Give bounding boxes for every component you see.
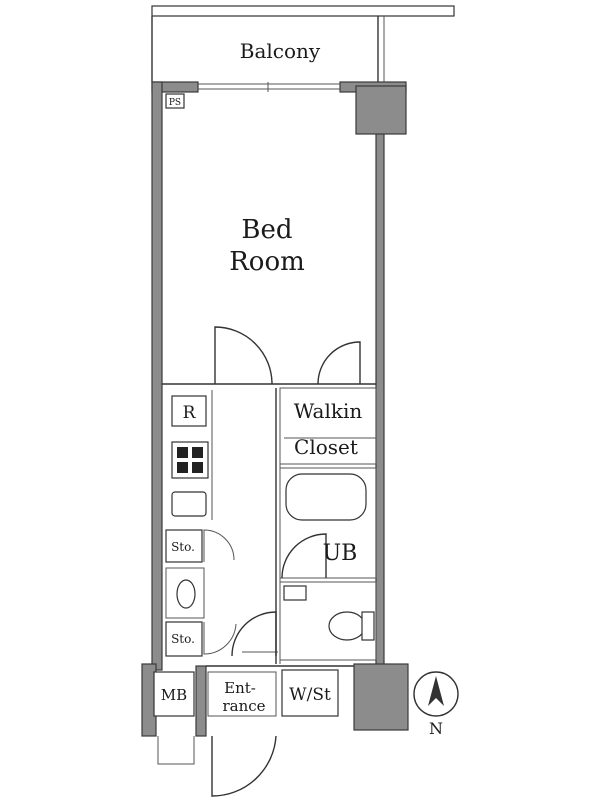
meter-box: MB: [153, 671, 195, 765]
compass: N: [413, 671, 459, 738]
balcony-label: Balcony: [240, 39, 321, 63]
unit-bath-label: UB: [323, 541, 358, 566]
balcony-railing: [151, 5, 455, 17]
wash-storage: W/St: [281, 669, 339, 717]
compass-label: N: [429, 719, 443, 738]
storage-top: Sto.: [165, 529, 235, 563]
storage-bottom-label: Sto.: [171, 632, 195, 646]
storage-top-label: Sto.: [171, 540, 195, 554]
compass-ring: [413, 671, 459, 717]
entrance-label-line1: Ent-: [224, 679, 256, 697]
toilet-tank-shelf: [283, 585, 307, 601]
pipe-space: PS: [165, 93, 185, 109]
wall-column-bottom-right: [353, 663, 409, 731]
stove-icon: [171, 441, 209, 479]
kitchen: R: [171, 395, 209, 517]
unit-bath-outline: [279, 467, 377, 579]
balcony-area: Balcony: [151, 5, 455, 82]
wash-storage-box: [281, 669, 339, 717]
unit-bath-door: [281, 533, 327, 579]
entrance-floor: [207, 671, 277, 717]
balcony-window: [198, 82, 340, 92]
wall-right: [375, 91, 385, 667]
bedroom-label-line1: Bed: [241, 215, 292, 245]
storage-bottom-door: [203, 622, 237, 655]
storage-bottom-box: [165, 621, 203, 657]
meter-box-door: [157, 736, 195, 765]
storage-top-door: [203, 529, 235, 562]
wall-bottom-mid: [195, 665, 207, 737]
meter-box-outline: [153, 671, 195, 717]
stove-burner-2: [192, 447, 203, 458]
entrance: Ent- rance: [206, 665, 354, 797]
compass-north-arrow-icon: [428, 676, 444, 706]
entrance-label-line2: rance: [222, 697, 265, 715]
bedroom-label-line2: Room: [229, 247, 305, 277]
corridor-partitions: [211, 388, 281, 664]
toilet-room: [242, 581, 377, 661]
bedroom: Bed Room: [162, 215, 376, 385]
toilet-bowl: [328, 611, 366, 641]
washer-basin-icon: [176, 579, 196, 609]
walkin-label-line1: Walkin: [294, 399, 363, 423]
outer-walls: [141, 81, 409, 737]
stove-burner-4: [192, 462, 203, 473]
refrigerator-box: [171, 395, 207, 427]
toilet-icon: [328, 611, 375, 641]
storage-bottom: Sto.: [165, 621, 237, 657]
stove-burner-1: [177, 447, 188, 458]
bedroom-door-left: [214, 326, 273, 385]
wall-column-top-right: [355, 85, 407, 135]
kitchen-sink-icon: [171, 491, 207, 517]
walkin-closet-outline: [279, 387, 377, 465]
storage-top-box: [165, 529, 203, 563]
pipe-space-label: PS: [169, 98, 181, 108]
washer-space: [165, 567, 205, 619]
toilet-tank: [361, 611, 375, 641]
corridor-door: [231, 611, 277, 657]
meter-box-label: MB: [161, 686, 187, 704]
walkin-closet: Walkin Closet: [279, 387, 377, 465]
walkin-label-line2: Closet: [294, 435, 358, 459]
pipe-space-box: [165, 93, 185, 109]
wall-left: [151, 81, 163, 671]
wash-storage-label: W/St: [289, 685, 331, 705]
bedroom-door-right: [317, 341, 361, 385]
stove-burner-3: [177, 462, 188, 473]
toilet-room-outline: [279, 581, 377, 661]
refrigerator-label: R: [183, 403, 197, 423]
bathtub-icon: [285, 473, 367, 521]
washer-space-outline: [165, 567, 205, 619]
entrance-door: [211, 735, 277, 797]
unit-bath: UB: [279, 467, 377, 579]
